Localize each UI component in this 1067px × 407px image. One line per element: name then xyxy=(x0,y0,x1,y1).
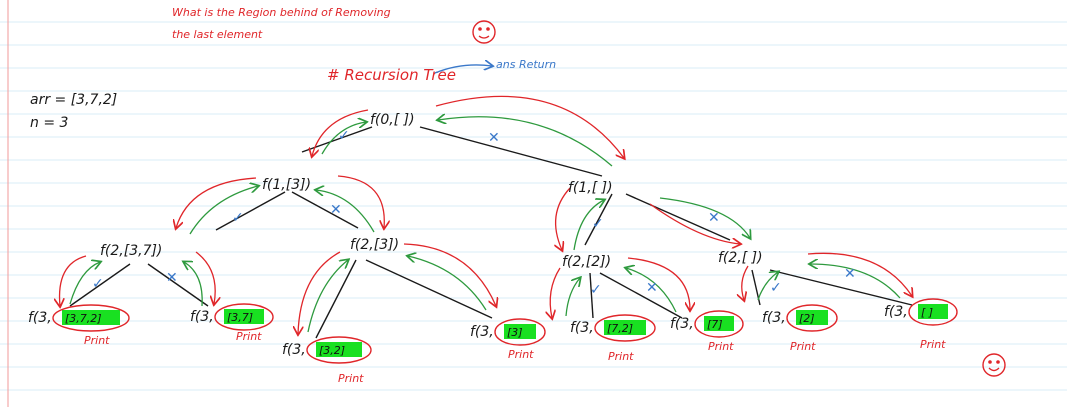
leaf-subset: [3,7,2] xyxy=(65,312,102,325)
subset-circle xyxy=(908,298,958,326)
leaf-node: f(3, [7] Print xyxy=(670,310,744,353)
leaf-subset: [3,2] xyxy=(319,344,345,357)
leaf-subset: [ ] xyxy=(921,306,933,319)
subset-highlight xyxy=(316,342,362,357)
subset-circle xyxy=(494,318,546,346)
smiley-icon xyxy=(472,20,496,44)
given-array: arr = [3,7,2] xyxy=(30,92,117,108)
take-mark: ✓ xyxy=(592,216,604,232)
leaf-call: f(3, xyxy=(884,304,908,320)
subset-highlight xyxy=(224,309,264,324)
subset-highlight xyxy=(604,320,646,335)
print-label: Print xyxy=(708,340,734,353)
leaf-subset: [3,7] xyxy=(227,311,253,324)
subset-circle xyxy=(52,304,130,332)
node-ba: f(2,[2]) xyxy=(562,254,611,270)
leaf-call: f(3, xyxy=(190,309,214,325)
subset-highlight xyxy=(504,324,536,339)
leaf-call: f(3, xyxy=(570,320,594,336)
take-mark: ✓ xyxy=(92,276,104,292)
not-take-mark: ✕ xyxy=(708,210,720,226)
not-take-mark: ✕ xyxy=(488,130,500,146)
subset-highlight xyxy=(704,316,734,331)
node-root: f(0,[ ]) xyxy=(370,112,415,128)
print-label: Print xyxy=(508,348,534,361)
diagram-title: # Recursion Tree xyxy=(327,66,456,84)
node-ab: f(2,[3]) xyxy=(350,237,399,253)
subset-circle xyxy=(786,304,838,332)
leaf-call: f(3, xyxy=(28,310,52,326)
subset-highlight xyxy=(918,304,948,319)
leaf-node: f(3, [7,2] Print xyxy=(570,314,656,363)
not-take-mark: ✕ xyxy=(330,202,342,218)
subset-circle xyxy=(694,310,744,338)
not-take-mark: ✕ xyxy=(844,266,856,282)
node-bb: f(2,[ ]) xyxy=(718,250,763,266)
take-mark: ✓ xyxy=(338,128,350,144)
print-label: Print xyxy=(338,372,364,385)
subset-highlight xyxy=(62,310,120,325)
question-line-2: the last element xyxy=(172,28,263,41)
node-a: f(1,[3]) xyxy=(262,177,311,193)
take-mark: ✓ xyxy=(590,282,602,298)
leaf-node: f(3, [3,7,2] Print xyxy=(28,304,130,347)
leaf-call: f(3, xyxy=(762,310,786,326)
leaf-nodes: f(3, [3,7,2] Print f(3, [3,7] Print f(3, [3,2] P… xyxy=(28,298,958,385)
leaf-subset: [7,2] xyxy=(607,322,633,335)
leaf-node: f(3, [3] Print xyxy=(470,318,546,361)
not-take-mark: ✕ xyxy=(166,270,178,286)
recursion-arrows xyxy=(60,95,912,334)
take-mark: ✓ xyxy=(232,210,244,226)
subset-circle xyxy=(594,314,656,342)
given-n: n = 3 xyxy=(30,115,68,131)
take-mark: ✓ xyxy=(770,280,782,296)
leaf-node: f(3, [2] Print xyxy=(762,304,838,353)
leaf-call: f(3, xyxy=(670,316,694,332)
subset-circle xyxy=(214,303,274,331)
question-line-1: What is the Region behind of Removing xyxy=(172,6,391,19)
branch-marks: ✓ ✕ ✓ ✕ ✓ ✕ ✓ ✕ ✓ ✕ ✓ ✕ xyxy=(92,128,856,298)
node-b: f(1,[ ]) xyxy=(568,180,613,196)
print-label: Print xyxy=(920,338,946,351)
print-label: Print xyxy=(608,350,634,363)
leaf-subset: [7] xyxy=(707,318,723,331)
smiley-icon xyxy=(982,353,1006,377)
print-label: Print xyxy=(84,334,110,347)
subset-circle xyxy=(306,336,372,364)
tree-nodes: f(0,[ ]) f(1,[3]) f(1,[ ]) f(2,[3,7]) f(… xyxy=(100,112,763,270)
print-label: Print xyxy=(236,330,262,343)
title-annotation: ans Return xyxy=(496,58,556,71)
leaf-node: f(3, [3,7] Print xyxy=(190,303,274,343)
leaf-node: f(3, [ ] Print xyxy=(884,298,958,351)
not-take-mark: ✕ xyxy=(646,280,658,296)
node-aa: f(2,[3,7]) xyxy=(100,243,162,259)
leaf-subset: [2] xyxy=(799,312,815,325)
subset-highlight xyxy=(796,310,828,325)
title-arrow xyxy=(434,65,492,74)
leaf-node: f(3, [3,2] Print xyxy=(282,336,372,385)
leaf-subset: [3] xyxy=(507,326,523,339)
print-label: Print xyxy=(790,340,816,353)
leaf-call: f(3, xyxy=(282,342,306,358)
leaf-call: f(3, xyxy=(470,324,494,340)
tree-edges xyxy=(69,126,913,339)
